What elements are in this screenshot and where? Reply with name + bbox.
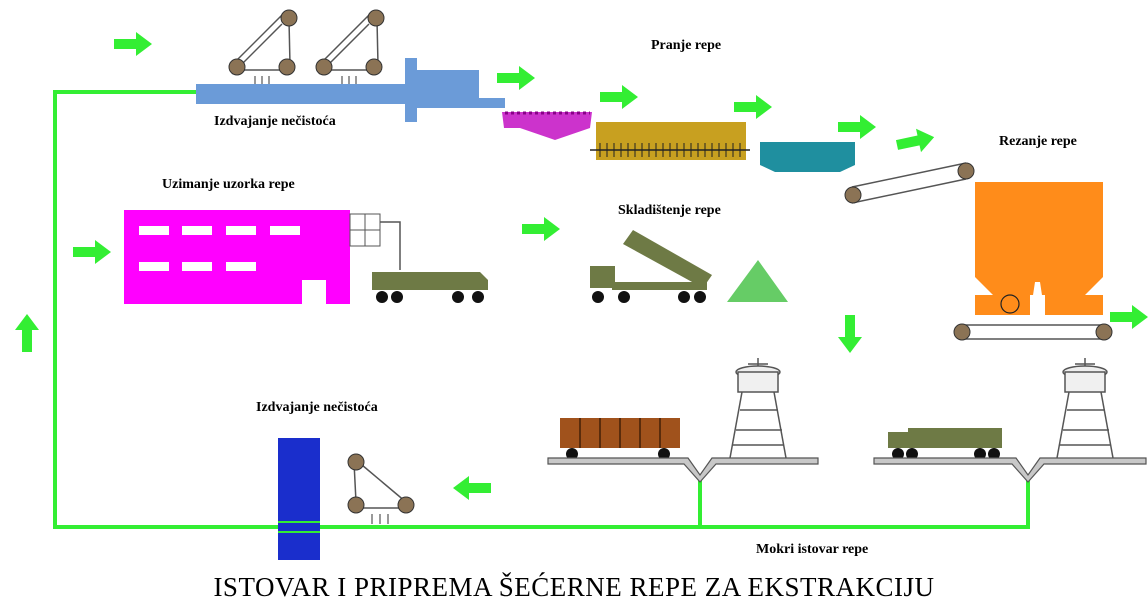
washer-tank [760,142,855,172]
flow-arrow-right [522,217,560,241]
sampling-truck [372,272,488,303]
sampling-building [124,210,401,304]
flow-arrow-right [1110,305,1148,329]
label-uzimanje: Uzimanje uzorka repe [162,177,295,192]
impurity-separator-top [196,58,505,122]
washer-drum [590,122,750,160]
flow-arrow-up [15,314,39,352]
water-cannon-tower-left [729,358,787,459]
railway-wagon [560,418,680,460]
belt-conveyor-2 [315,9,385,84]
tipper-truck [590,230,712,303]
beet-cutter-machine [975,182,1103,315]
flow-arrow-right [734,95,772,119]
label-mokri: Mokri istovar repe [756,542,869,557]
water-pipe-loop [53,90,1030,529]
wet-unload-truck [888,428,1002,460]
flow-arrow-left [453,476,491,500]
flow-arrow-right [600,85,638,109]
label-skladistenje: Skladištenje repe [618,203,721,218]
flow-arrow-right [838,115,876,139]
washer-feed-hopper [502,111,592,140]
flow-arrow-down [838,315,862,353]
belt-conveyor-bottom [347,453,415,524]
water-cannon-tower-right [1056,358,1114,459]
label-rezanje: Rezanje repe [999,134,1077,149]
flow-arrow-right [73,240,111,264]
label-pranje: Pranje repe [651,38,722,53]
flow-arrow-right [497,66,535,90]
flow-arrow-right [114,32,152,56]
unloading-platform-right [873,457,1147,483]
flow-arrow-right [894,125,937,157]
beet-storage-pile [727,260,788,302]
label-izdvajanje-top: Izdvajanje nečistoća [214,114,336,129]
label-izdvajanje-bottom: Izdvajanje nečistoća [256,400,378,415]
cutter-output-conveyor [953,323,1113,341]
unloading-platform-left [547,457,819,483]
belt-conveyor-1 [228,9,298,84]
inclined-conveyor-top [844,162,975,204]
impurity-separator-bottom [278,438,320,560]
diagram-title: ISTOVAR I PRIPREMA ŠEĆERNE REPE ZA EKSTR… [213,572,935,602]
